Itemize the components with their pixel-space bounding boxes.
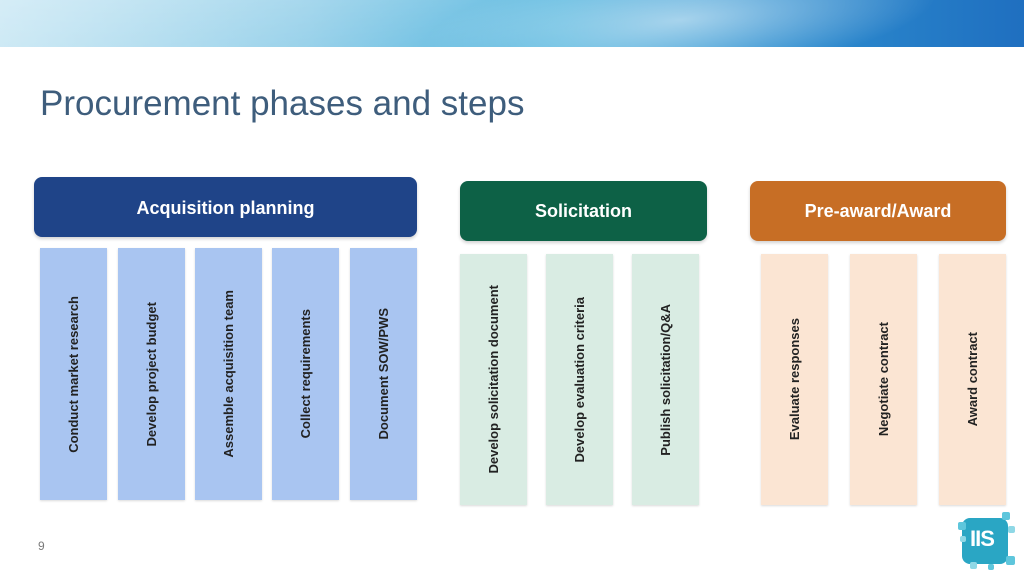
step-award-contract: Award contract [939, 254, 1006, 505]
step-evaluate-responses: Evaluate responses [761, 254, 828, 505]
step-label: Assemble acquisition team [221, 290, 236, 458]
phase-header-acquisition-planning: Acquisition planning [34, 177, 417, 237]
step-develop-evaluation-criteria: Develop evaluation criteria [546, 254, 613, 505]
step-document-sow-pws: Document SOW/PWS [350, 248, 417, 500]
iis-logo: IIS [958, 512, 1016, 572]
phase-label: Solicitation [534, 200, 632, 221]
phase-label: Acquisition planning [136, 198, 315, 218]
step-label: Negotiate contract [876, 322, 891, 437]
phase-label: Pre-award/Award [804, 200, 952, 221]
step-negotiate-contract: Negotiate contract [850, 254, 917, 505]
slide-title: Procurement phases and steps [40, 84, 525, 123]
page-number: 9 [38, 539, 45, 553]
step-label: Award contract [965, 332, 980, 427]
step-label: Publish solicitation/Q&A [658, 303, 673, 456]
logo-text: IIS [970, 526, 995, 551]
phase-header-solicitation: Solicitation [460, 181, 707, 241]
phase-header-pre-award-award: Pre-award/Award [750, 181, 1006, 241]
step-assemble-acquisition-team: Assemble acquisition team [195, 248, 262, 500]
step-label: Develop solicitation document [486, 285, 501, 474]
step-label: Develop evaluation criteria [572, 296, 587, 463]
header-banner [0, 0, 1024, 47]
step-collect-requirements: Collect requirements [272, 248, 339, 500]
step-publish-solicitation-qa: Publish solicitation/Q&A [632, 254, 699, 505]
step-label: Document SOW/PWS [376, 308, 391, 440]
step-develop-solicitation-document: Develop solicitation document [460, 254, 527, 505]
step-conduct-market-research: Conduct market research [40, 248, 107, 500]
step-label: Collect requirements [298, 309, 313, 439]
step-label: Conduct market research [66, 295, 81, 453]
step-develop-project-budget: Develop project budget [118, 248, 185, 500]
step-label: Develop project budget [144, 301, 159, 447]
step-label: Evaluate responses [787, 318, 802, 441]
